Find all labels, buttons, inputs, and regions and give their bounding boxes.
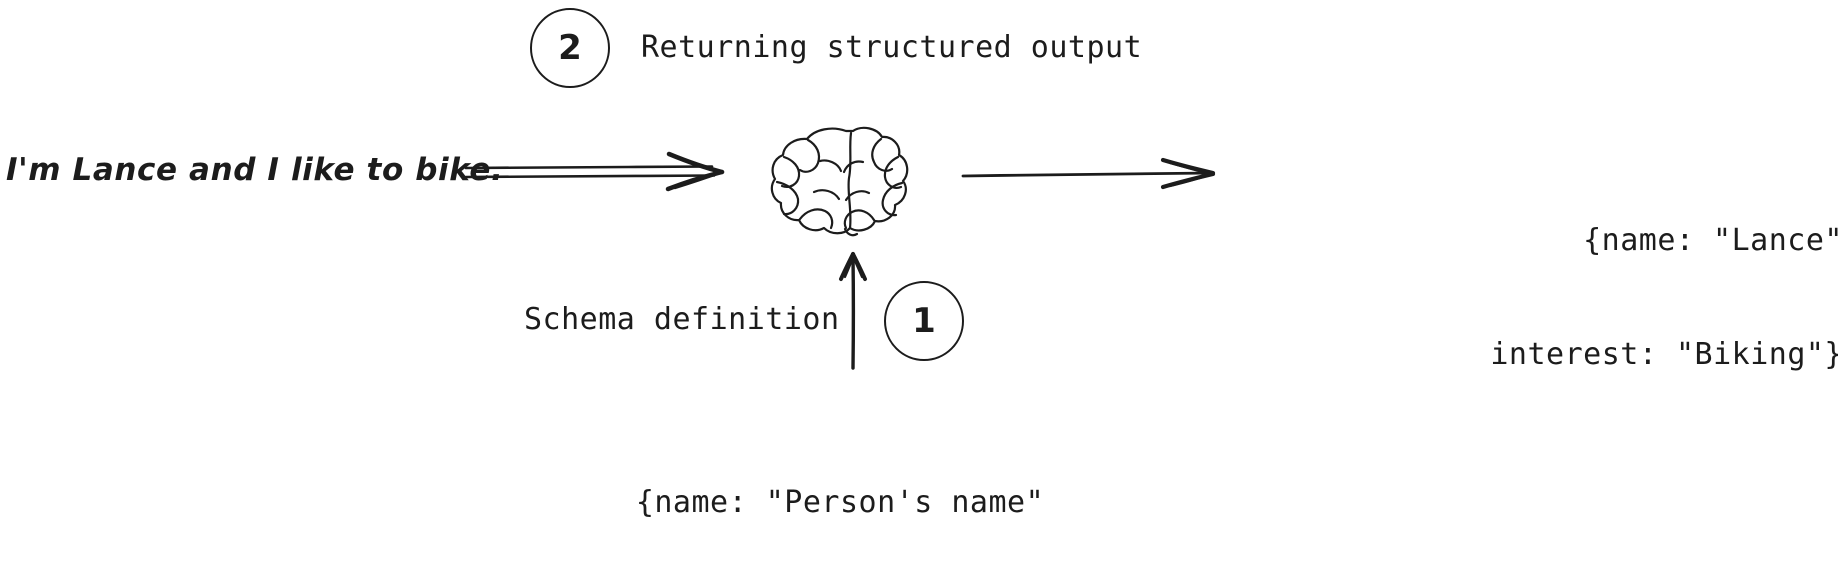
step-2-number: 2 <box>558 28 582 68</box>
arrow-right-double-icon <box>464 151 725 192</box>
arrow-up-icon <box>839 252 867 370</box>
schema-json-line-1: {name: "Person's name" <box>635 485 1045 520</box>
arrow-right-icon <box>961 157 1216 190</box>
output-json-line-1: {name: "Lance" <box>1583 223 1838 258</box>
step-1-badge: 1 <box>884 281 964 361</box>
output-json-line-2: interest: "Biking"} <box>1490 337 1838 372</box>
brain-icon <box>770 126 909 237</box>
schema-json-block: {name: "Person's name" interest: "Person… <box>600 408 1080 566</box>
step-1-number: 1 <box>912 301 936 341</box>
output-json-block: {name: "Lance" interest: "Biking"} <box>1243 146 1838 450</box>
step-2-caption: Returning structured output <box>641 30 1143 65</box>
input-sentence: I'm Lance and I like to bike. <box>6 152 504 188</box>
step-2-badge: 2 <box>530 8 610 88</box>
step-1-caption: Schema definition <box>524 302 840 337</box>
